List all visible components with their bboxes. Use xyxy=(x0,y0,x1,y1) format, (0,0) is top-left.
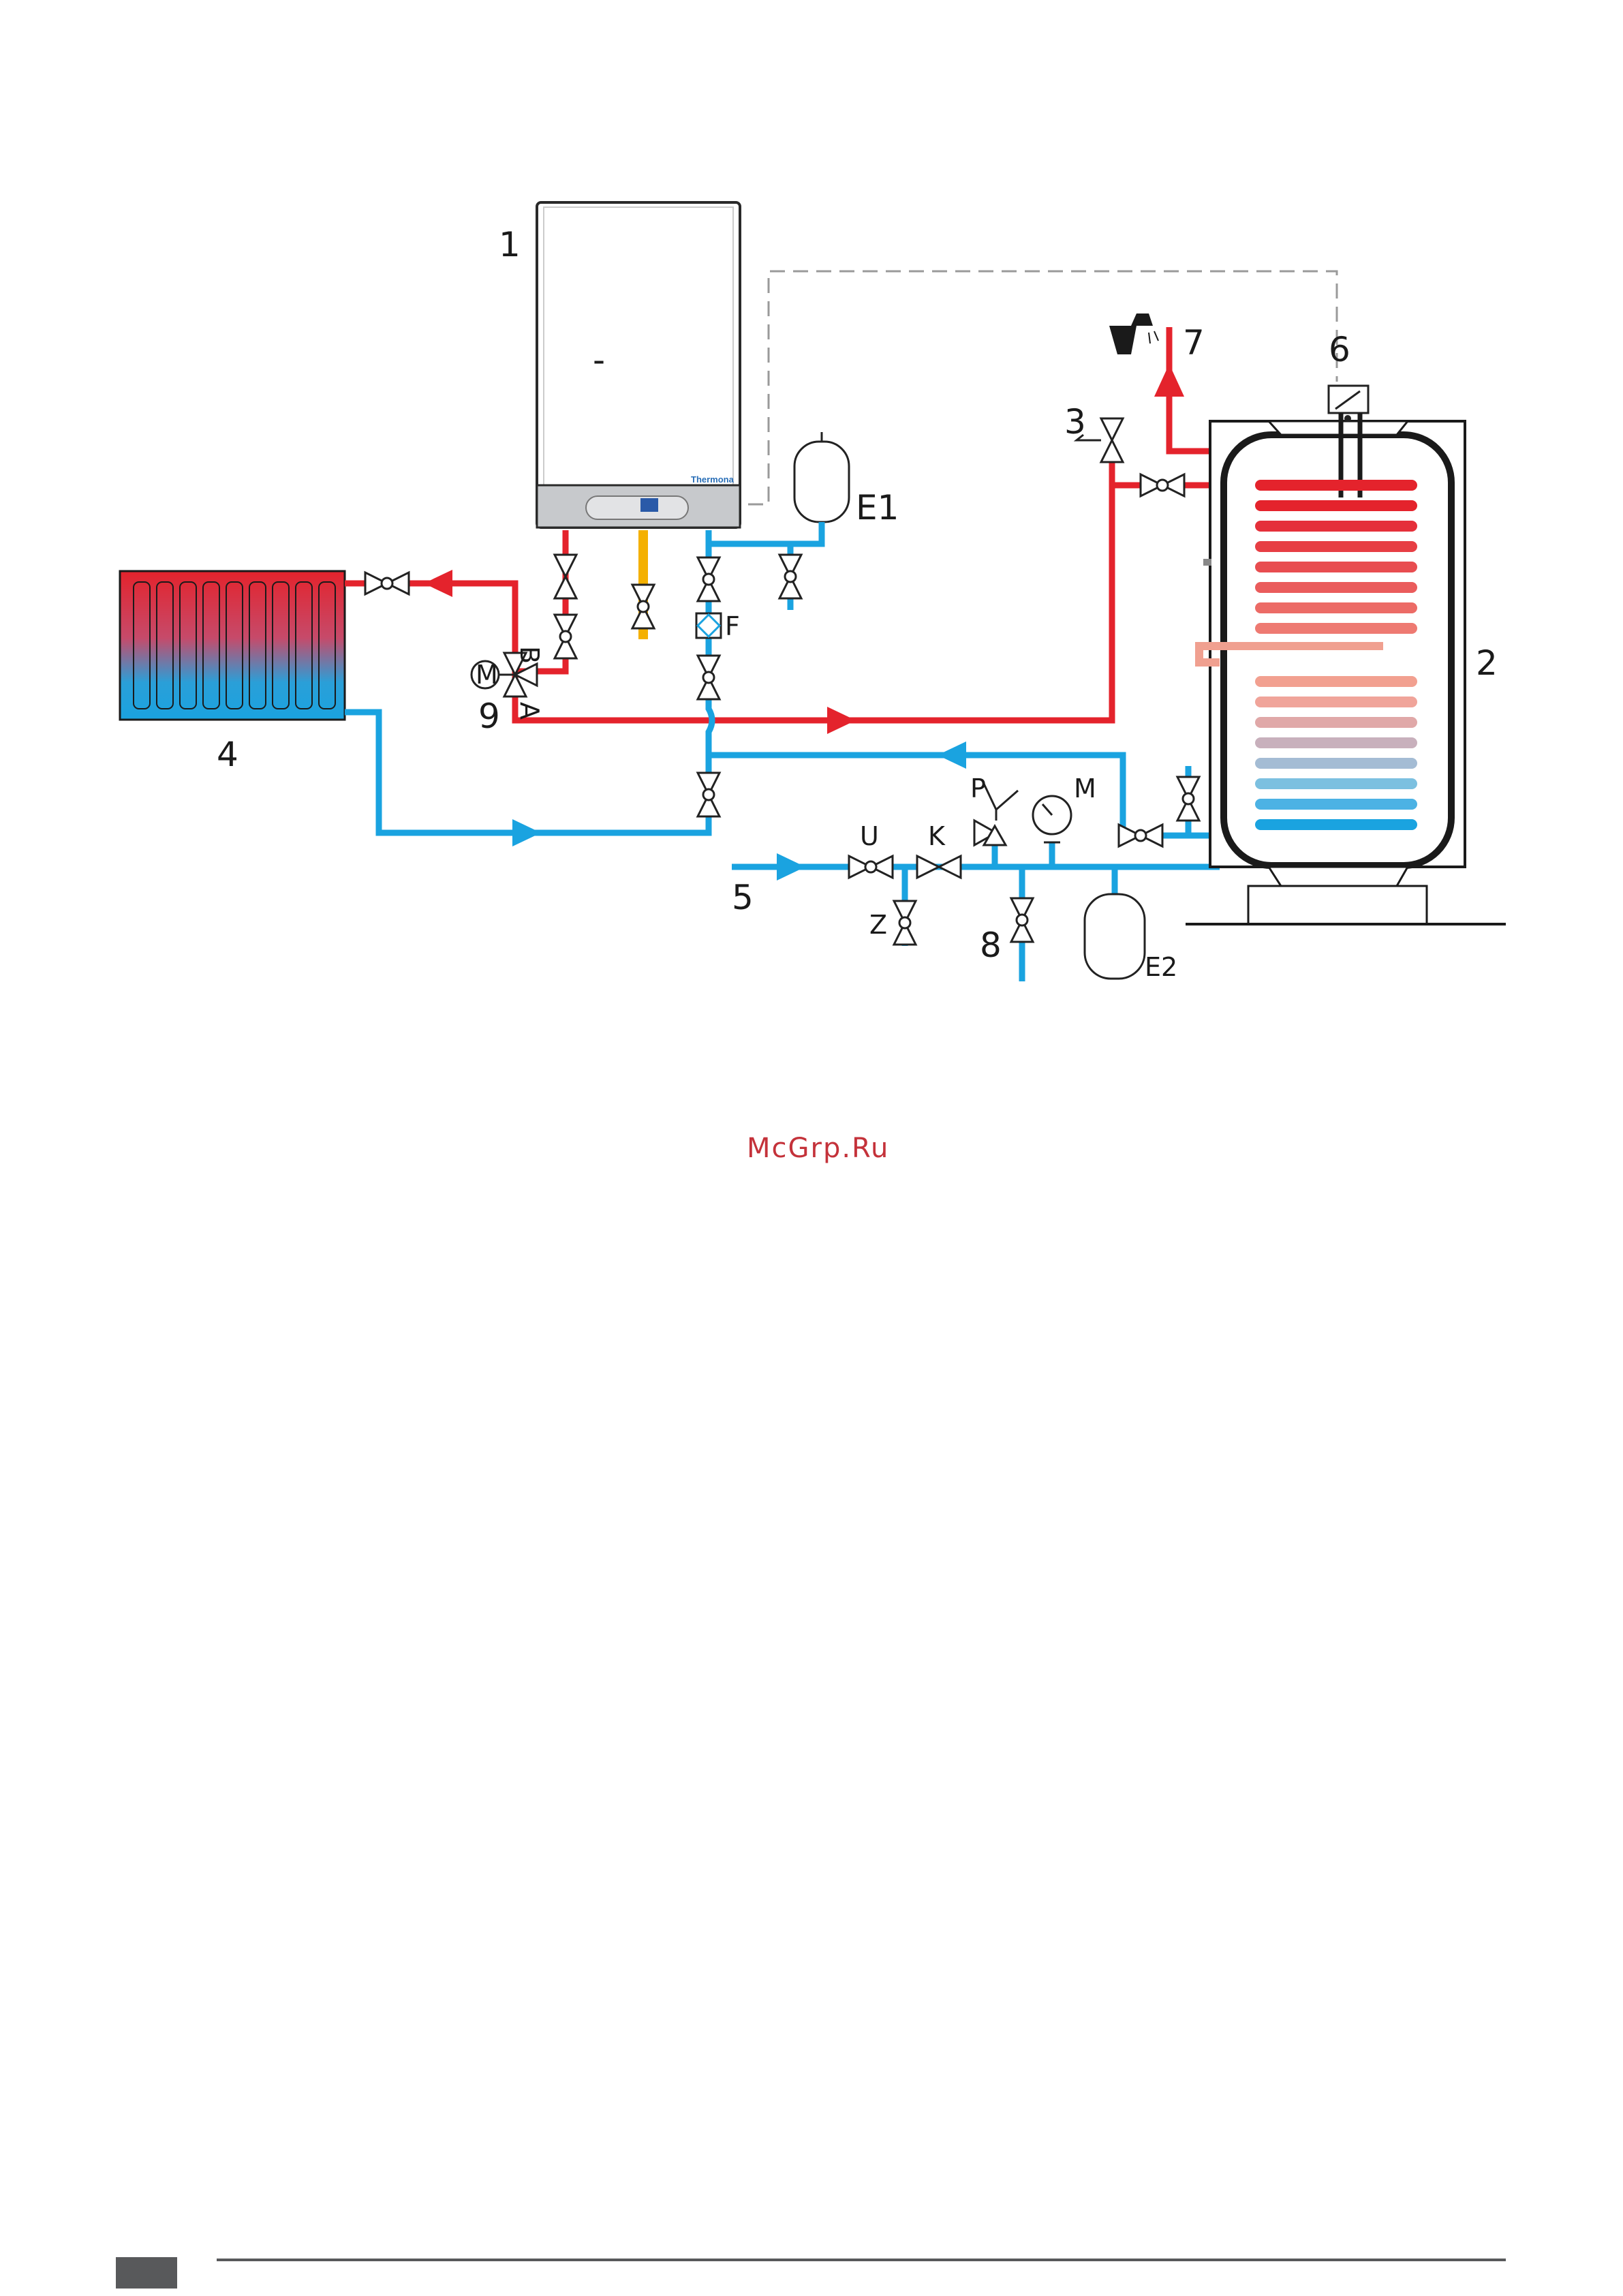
arrow-tank-return xyxy=(938,741,966,769)
valve-icon xyxy=(698,773,720,816)
valve-icon xyxy=(365,572,409,594)
valve-icon xyxy=(1177,777,1199,821)
label-drain: 8 xyxy=(980,925,1002,965)
boiler: Thermona xyxy=(537,202,740,527)
valve-icon xyxy=(849,856,893,878)
check-valve-icon xyxy=(917,856,961,878)
expansion-vessel-icon xyxy=(794,432,849,522)
valve-icon xyxy=(1119,825,1162,846)
page-tab xyxy=(116,2257,177,2289)
valve-icon xyxy=(1141,474,1184,496)
label-expansion-water: E2 xyxy=(1145,952,1177,982)
arrow-cold-inlet xyxy=(777,853,805,881)
valve-icon xyxy=(698,656,720,699)
label-safety-valve: P xyxy=(970,774,986,803)
label-hot-outlet: 7 xyxy=(1183,323,1205,363)
label-thermostat: 6 xyxy=(1329,330,1350,369)
label-test-valve: Z xyxy=(869,910,887,940)
boiler-brand: Thermona xyxy=(691,474,735,485)
label-cold-inlet: 5 xyxy=(732,878,754,917)
filter-icon xyxy=(696,613,721,638)
hot-water-tank xyxy=(1186,386,1506,924)
label-shutoff-valve: U xyxy=(860,821,879,851)
tap-icon xyxy=(1109,313,1158,354)
valve-icon xyxy=(632,585,654,628)
radiator xyxy=(120,571,345,720)
valve-icon xyxy=(1011,898,1033,942)
valve-icon xyxy=(779,555,801,598)
arrow-tank-flow xyxy=(827,707,856,734)
expansion-vessel-icon xyxy=(1085,894,1145,979)
valve-icon xyxy=(894,901,916,945)
arrow-hot-outlet xyxy=(1154,364,1184,397)
valve-icon xyxy=(555,555,576,598)
label-boiler: 1 xyxy=(499,225,521,264)
label-filter: F xyxy=(725,611,740,641)
valve-icon xyxy=(698,557,720,601)
label-three-way-valve: 9 xyxy=(478,697,500,736)
arrow-radiator-return xyxy=(512,819,541,846)
label-radiator: 4 xyxy=(217,735,238,774)
arrow-radiator-flow xyxy=(424,570,452,597)
valve-icon xyxy=(555,615,576,658)
label-expansion-heating: E1 xyxy=(856,488,899,527)
boiler-dash: - xyxy=(593,340,605,380)
watermark: McGrp.Ru xyxy=(747,1133,889,1164)
label-check-valve: K xyxy=(928,821,946,851)
label-manometer: M xyxy=(1074,774,1096,803)
manometer-icon xyxy=(1033,796,1071,842)
label-port-b: B xyxy=(514,646,544,664)
label-port-a: A xyxy=(514,702,544,720)
label-motor: M xyxy=(476,660,498,690)
label-tank: 2 xyxy=(1476,643,1498,683)
label-valve3: 3 xyxy=(1064,402,1086,442)
